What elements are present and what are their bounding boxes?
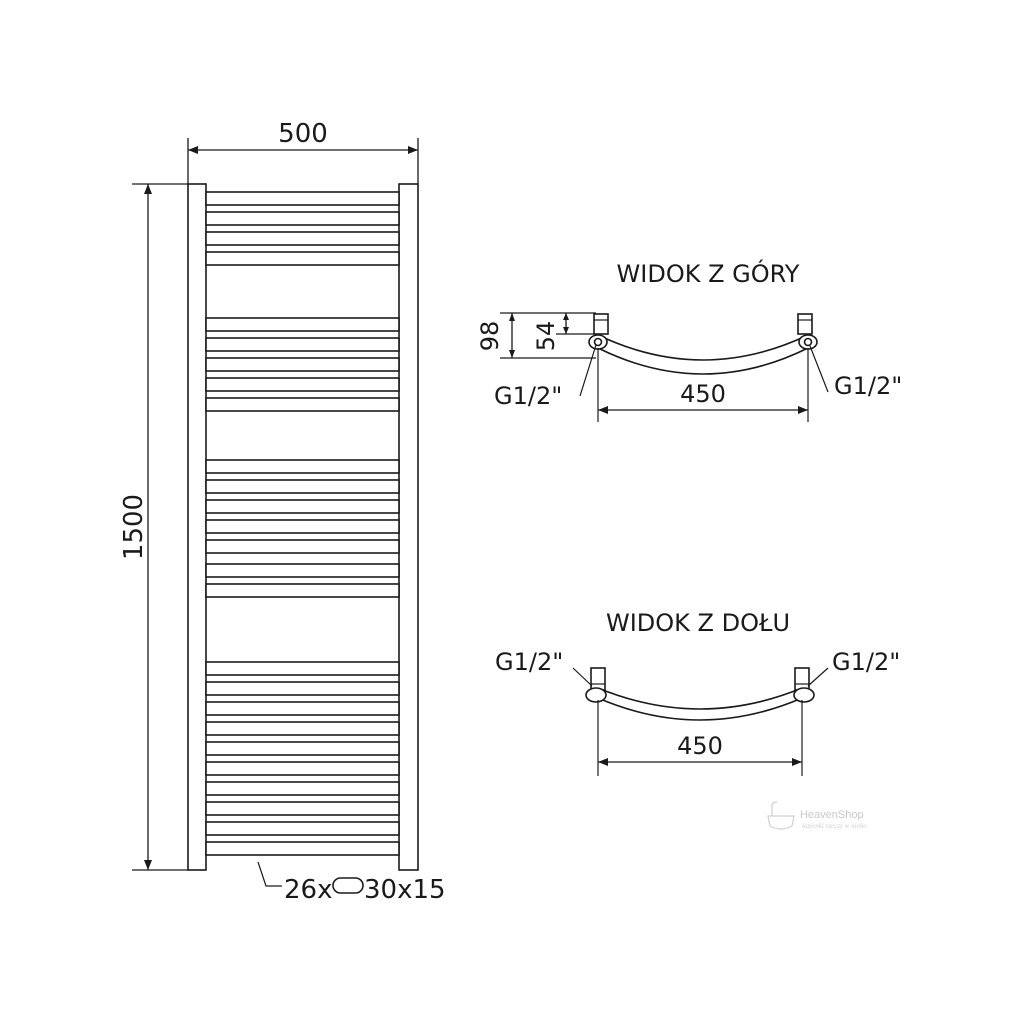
horizontal-tube	[205, 397, 400, 412]
horizontal-tube	[205, 681, 400, 696]
horizontal-tube	[205, 211, 400, 226]
horizontal-tube	[205, 337, 400, 352]
top-right-connection-label: G1/2"	[834, 372, 902, 400]
top-left-connection-label: G1/2"	[494, 382, 562, 410]
depth-dimensions: 98 54	[476, 312, 596, 359]
horizontal-tubes	[205, 191, 400, 856]
horizontal-tube	[205, 231, 400, 246]
horizontal-tube	[205, 781, 400, 796]
oval-tube-profile-icon	[332, 877, 364, 894]
top-span-label: 450	[680, 380, 726, 408]
horizontal-tube	[205, 701, 400, 716]
bottom-right-valve	[793, 667, 815, 703]
horizontal-tube	[205, 539, 400, 554]
horizontal-tube	[205, 801, 400, 816]
top-right-valve	[797, 313, 818, 350]
height-label: 1500	[119, 494, 149, 560]
left-collector	[187, 183, 207, 871]
horizontal-tube	[205, 479, 400, 494]
tube-callout: 26x 30x15	[257, 861, 446, 905]
horizontal-tube	[205, 661, 400, 676]
horizontal-tube	[205, 499, 400, 514]
bottom-span-dimension: 450	[597, 700, 803, 776]
front-view: 500 1500 26x 30x15	[119, 119, 446, 905]
horizontal-tube	[205, 761, 400, 776]
bottom-curved-body	[597, 687, 803, 710]
bottom-left-connection-label: G1/2"	[495, 648, 563, 676]
bottom-view: WIDOK Z DOŁU G1/2" G1/2" 450	[495, 609, 900, 776]
horizontal-tube	[205, 191, 400, 206]
watermark-brand: HeavenShop	[800, 809, 864, 821]
horizontal-tube	[205, 317, 400, 332]
bottom-view-title: WIDOK Z DOŁU	[606, 609, 790, 637]
horizontal-tube	[205, 821, 400, 836]
horizontal-tube	[205, 721, 400, 736]
top-left-valve	[588, 313, 609, 350]
horizontal-tube	[205, 519, 400, 534]
depth-outer-label: 98	[476, 321, 504, 352]
horizontal-tube	[205, 583, 400, 598]
horizontal-tube	[205, 357, 400, 372]
bathtub-icon	[767, 801, 795, 830]
top-view-title: WIDOK Z GÓRY	[617, 258, 800, 288]
bottom-left-valve	[585, 667, 607, 703]
right-collector	[398, 183, 419, 871]
horizontal-tube	[205, 741, 400, 756]
horizontal-tube	[205, 377, 400, 392]
top-curved-body	[597, 334, 809, 361]
height-dimension: 1500	[119, 183, 188, 871]
watermark-tagline: łazienki rzeczy w niebo	[802, 822, 867, 830]
watermark: HeavenShop łazienki rzeczy w niebo	[767, 801, 867, 830]
width-dimension: 500	[187, 119, 419, 184]
bottom-span-label: 450	[677, 732, 723, 760]
top-span-dimension: 450	[597, 348, 809, 422]
tube-size-label: 30x15	[364, 875, 446, 905]
horizontal-tube	[205, 251, 400, 266]
horizontal-tube	[205, 459, 400, 474]
tube-count-label: 26x	[284, 875, 332, 905]
top-view: WIDOK Z GÓRY 98 54	[476, 258, 902, 422]
bottom-right-connection-label: G1/2"	[832, 648, 900, 676]
horizontal-tube	[205, 841, 400, 856]
horizontal-tube	[205, 563, 400, 578]
width-label: 500	[278, 119, 328, 149]
depth-inner-label: 54	[532, 321, 560, 352]
